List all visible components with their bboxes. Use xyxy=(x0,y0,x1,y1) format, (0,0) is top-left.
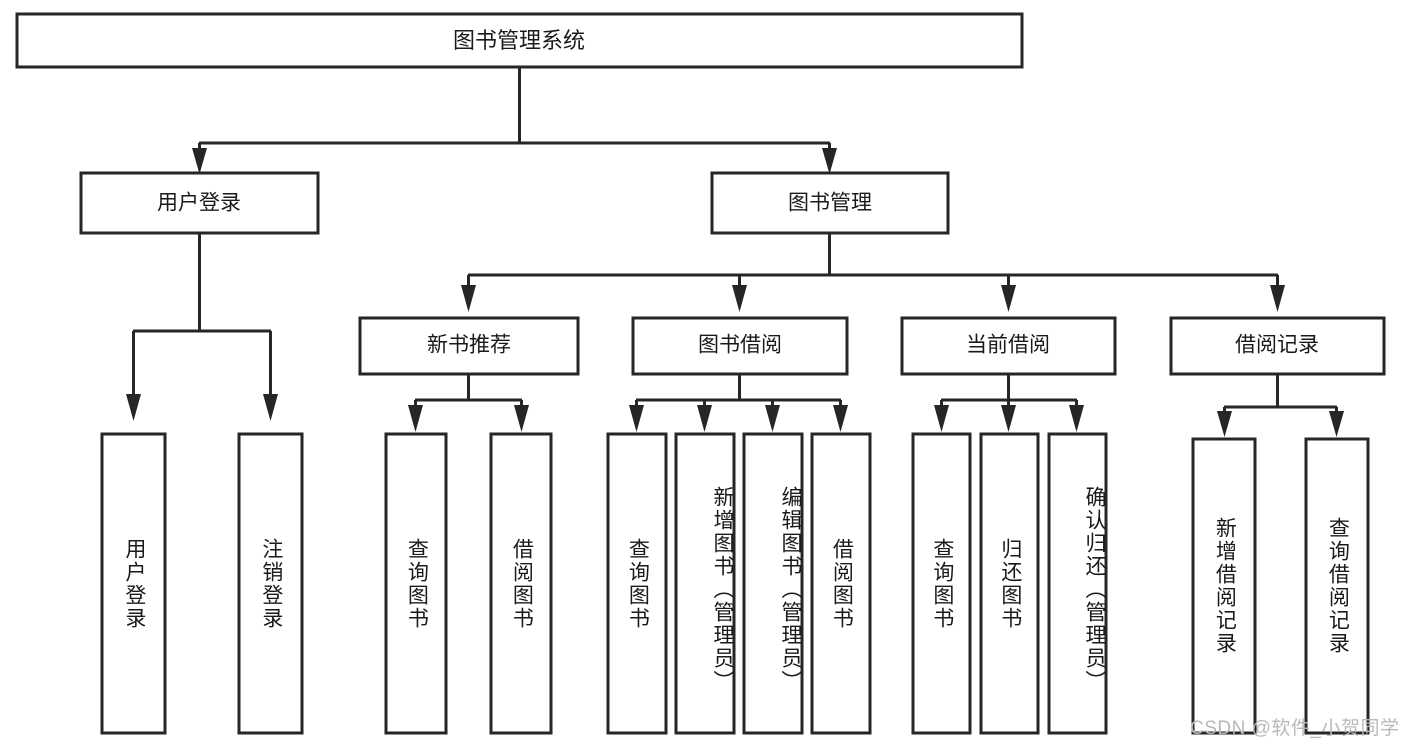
nodes-layer: 图书管理系统 用户登录 图书管理 新书推荐 图书借阅 当前借阅 借阅记录 xyxy=(15,12,1386,735)
edges-layer xyxy=(126,67,1344,437)
watermark-text: CSDN @软件_小贺同学 xyxy=(1190,718,1400,739)
arrow-cb-child1 xyxy=(1001,405,1016,432)
node-leaf-nb-1-box[interactable] xyxy=(489,432,553,735)
node-leaf-bb-1-box[interactable] xyxy=(674,432,736,735)
node-leaf-cb-1-box[interactable] xyxy=(979,432,1040,735)
arrow-bb-child3 xyxy=(833,405,848,432)
arrow-bm-child0 xyxy=(461,285,476,312)
node-book-manage-box[interactable] xyxy=(710,171,950,235)
node-book-borrow-box[interactable] xyxy=(631,316,849,376)
node-current-borrow-label: 当前借阅 xyxy=(966,334,1050,357)
arrow-bm-child3 xyxy=(1270,285,1285,312)
arrow-bm-child1 xyxy=(732,285,747,312)
arrow-br-child1 xyxy=(1329,411,1344,437)
arrow-user-login xyxy=(192,148,207,174)
node-leaf-cb-2-box[interactable] xyxy=(1047,432,1108,735)
arrow-bm-child2 xyxy=(1001,285,1016,312)
node-borrow-record-label: 借阅记录 xyxy=(1235,334,1319,357)
node-current-borrow-box[interactable] xyxy=(900,316,1117,376)
arrow-nb-child1 xyxy=(514,405,529,432)
node-new-book-label: 新书推荐 xyxy=(427,334,511,357)
node-book-manage-label: 图书管理 xyxy=(788,192,872,215)
arrow-bb-child2 xyxy=(765,405,780,432)
arrow-br-child0 xyxy=(1217,411,1232,437)
arrow-ul-child1 xyxy=(263,394,278,421)
node-new-book-box[interactable] xyxy=(358,316,580,376)
node-user-login-box[interactable] xyxy=(79,171,320,235)
node-leaf-ul-0-box[interactable] xyxy=(100,432,167,735)
node-leaf-ul-1-box[interactable] xyxy=(237,432,304,735)
arrow-bb-child0 xyxy=(629,405,644,432)
arrow-bb-child1 xyxy=(697,405,712,432)
arrow-cb-child2 xyxy=(1069,405,1084,432)
arrow-ul-child0 xyxy=(126,394,141,421)
arrow-book-manage xyxy=(822,148,837,174)
node-leaf-br-0-box[interactable] xyxy=(1191,437,1257,735)
node-user-login-label: 用户登录 xyxy=(157,192,241,215)
node-root-label: 图书管理系统 xyxy=(453,28,585,53)
node-leaf-cb-0-box[interactable] xyxy=(911,432,972,735)
node-leaf-nb-0-box[interactable] xyxy=(384,432,448,735)
node-book-borrow-label: 图书借阅 xyxy=(698,334,782,357)
arrow-nb-child0 xyxy=(408,405,423,432)
arrow-cb-child0 xyxy=(934,405,949,432)
node-leaf-bb-3-box[interactable] xyxy=(810,432,872,735)
node-leaf-bb-2-box[interactable] xyxy=(742,432,804,735)
node-leaf-br-1-box[interactable] xyxy=(1304,437,1370,735)
node-leaf-bb-0-box[interactable] xyxy=(606,432,668,735)
node-borrow-record-box[interactable] xyxy=(1169,316,1386,376)
node-root-box[interactable] xyxy=(15,12,1024,69)
